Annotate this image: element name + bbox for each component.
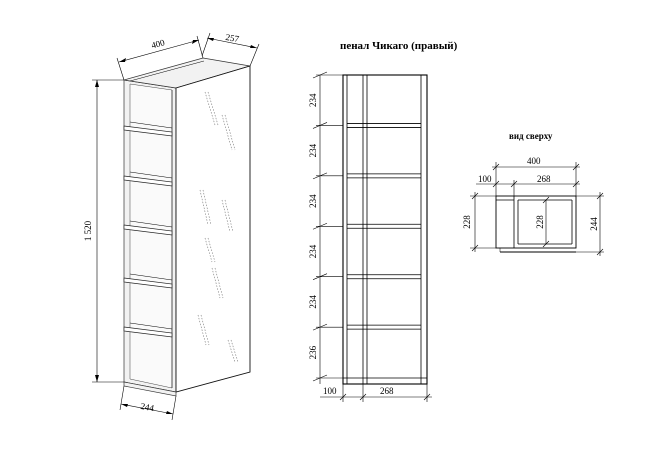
front-shelf-height-label: 234 xyxy=(308,295,318,309)
front-shelf-height-label: 236 xyxy=(308,345,318,359)
iso-dimensions: 400 257 1 520 244 xyxy=(83,32,260,421)
front-shelf-height-label: 234 xyxy=(308,93,318,107)
top-view xyxy=(495,195,577,253)
iso-door-reflections xyxy=(197,91,239,363)
top-width-label: 400 xyxy=(527,156,541,166)
iso-door xyxy=(175,65,251,393)
front-dimensions: 234 234 234 234 234 236 100 268 xyxy=(308,71,432,402)
drawing-title: пенал Чикаго (правый) xyxy=(340,40,458,52)
iso-cabinet xyxy=(123,57,251,397)
top-inner-depth-label: 228 xyxy=(535,215,545,229)
iso-bottom-depth-label: 244 xyxy=(140,401,156,413)
front-shelves xyxy=(347,123,421,330)
top-dimensions: 400 100 268 228 228 244 xyxy=(462,156,604,256)
iso-shelf-5 xyxy=(123,326,173,338)
top-right-label: 268 xyxy=(537,174,551,184)
iso-depth-label: 257 xyxy=(225,32,241,44)
top-outer-frame xyxy=(495,195,577,249)
iso-width-label: 400 xyxy=(150,37,166,50)
top-left-label: 100 xyxy=(478,174,492,184)
top-view-label: вид сверху xyxy=(509,131,553,141)
iso-shelf-1 xyxy=(123,125,173,137)
front-shelf-height-label: 234 xyxy=(308,194,318,208)
iso-shelf-2 xyxy=(123,175,173,187)
top-right-depth-label: 244 xyxy=(589,217,599,231)
iso-shelves xyxy=(123,121,173,338)
front-view xyxy=(342,74,428,385)
iso-shelf-4 xyxy=(123,277,173,289)
front-shelf-height-label: 234 xyxy=(308,143,318,157)
front-bottom-right-label: 268 xyxy=(380,386,394,396)
iso-shelf-3 xyxy=(123,224,173,236)
iso-height-label: 1 520 xyxy=(83,220,93,241)
front-bottom-left-label: 100 xyxy=(323,386,337,396)
front-shelf-height-label: 234 xyxy=(308,244,318,258)
top-left-depth-label: 228 xyxy=(462,215,472,229)
front-outer-frame xyxy=(342,74,428,385)
